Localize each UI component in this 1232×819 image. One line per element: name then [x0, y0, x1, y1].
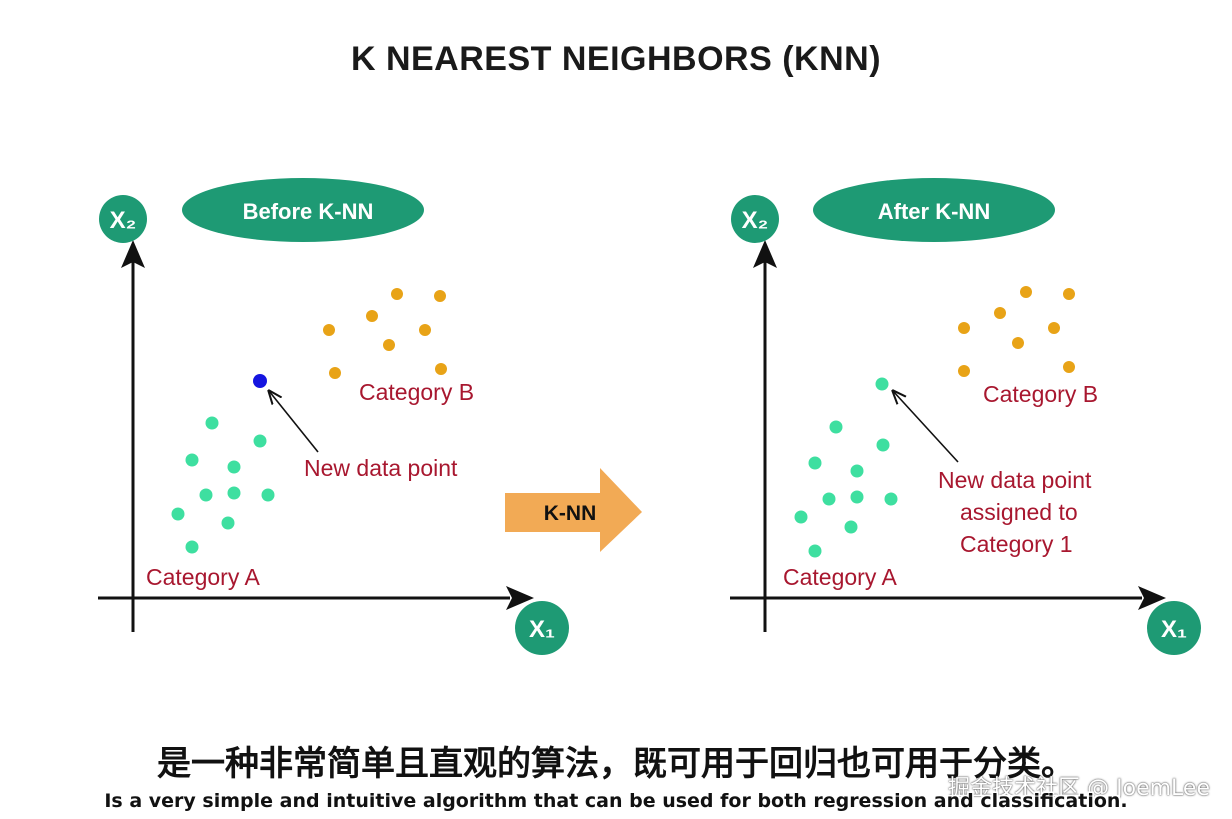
- y-axis-label: X₂: [110, 207, 137, 234]
- y-axis-label: X₂: [742, 207, 769, 234]
- category-a-point: [829, 420, 843, 434]
- category-a-point: [844, 520, 858, 534]
- category-b-label: Category B: [359, 379, 474, 405]
- category-a-point: [850, 464, 864, 478]
- category-b-point: [1012, 337, 1024, 349]
- category-a-point: [221, 516, 235, 530]
- x-axis-badge: [1147, 601, 1201, 655]
- category-a-point: [850, 490, 864, 504]
- before-knn-label: Before K-NN: [243, 199, 374, 224]
- category-a-point: [185, 453, 199, 467]
- category-b-point: [958, 322, 970, 334]
- new-data-point-classified: [875, 377, 889, 391]
- new-point-pointer: [269, 391, 319, 453]
- slide-title: K NEAREST NEIGHBORS (KNN): [350, 40, 882, 78]
- category-b-point: [1048, 322, 1060, 334]
- category-a-point: [171, 507, 185, 521]
- category-b-point: [383, 339, 395, 351]
- category-b-point: [1063, 288, 1075, 300]
- category-a-point: [185, 540, 199, 554]
- orange-arrow: [505, 468, 642, 552]
- subtitle-chinese: 是一种非常简单且直观的算法，既可用于回归也可用于分类。: [157, 744, 1075, 784]
- category-b-point: [419, 324, 431, 336]
- category-b-point: [391, 288, 403, 300]
- new-point-label: New data point: [938, 467, 1092, 493]
- after-panel: X₂ X₁ After K-NN Category B Category A New da…: [730, 178, 1201, 655]
- x-axis-label: X₁: [529, 616, 555, 643]
- category-a-point: [794, 510, 808, 524]
- new-point-pointer: [893, 391, 959, 463]
- y-axis-badge: [731, 195, 779, 243]
- category-a-point: [227, 460, 241, 474]
- before-panel: X₂ X₁ Before K-NN Category B Category A New d…: [98, 178, 569, 655]
- category-a-point: [822, 492, 836, 506]
- after-knn-pill: [813, 178, 1055, 242]
- category-b-point: [435, 363, 447, 375]
- category-a-point: [199, 488, 213, 502]
- x-axis-arrowhead: [1138, 586, 1166, 610]
- x-axis-label: X₁: [1161, 616, 1187, 643]
- category-b-label: Category B: [983, 381, 1098, 407]
- before-knn-pill: [182, 178, 424, 242]
- new-data-point: [253, 374, 267, 388]
- category-b-point: [958, 365, 970, 377]
- category-a-point: [205, 416, 219, 430]
- y-axis-arrowhead: [753, 240, 777, 268]
- category-a-label: Category A: [146, 564, 260, 590]
- category-b-point: [329, 367, 341, 379]
- category-a-point: [884, 492, 898, 506]
- category-a-label: Category A: [783, 564, 897, 590]
- category-a-point: [261, 488, 275, 502]
- y-axis-arrowhead: [121, 240, 145, 268]
- category-b-point: [323, 324, 335, 336]
- category-a-point: [253, 434, 267, 448]
- category-a-point: [876, 438, 890, 452]
- watermark-credit: 掘金技术社区 @ JoemLee: [948, 776, 1210, 801]
- category-b-point: [1020, 286, 1032, 298]
- subtitle-english: Is a very simple and intuitive algorithm…: [104, 790, 1128, 812]
- new-point-label: Category 1: [960, 531, 1073, 557]
- x-axis-badge: [515, 601, 569, 655]
- category-b-point: [994, 307, 1006, 319]
- after-knn-label: After K-NN: [878, 199, 990, 224]
- category-a-point: [808, 544, 822, 558]
- category-a-point: [808, 456, 822, 470]
- y-axis-badge: [99, 195, 147, 243]
- knn-transition-arrow: K-NN: [505, 468, 642, 552]
- category-b-point: [1063, 361, 1075, 373]
- category-b-point: [434, 290, 446, 302]
- x-axis-arrowhead: [506, 586, 534, 610]
- category-a-point: [227, 486, 241, 500]
- new-point-label: New data point: [304, 455, 458, 481]
- arrow-label: K-NN: [544, 502, 597, 525]
- category-b-point: [366, 310, 378, 322]
- new-point-label: assigned to: [960, 499, 1078, 525]
